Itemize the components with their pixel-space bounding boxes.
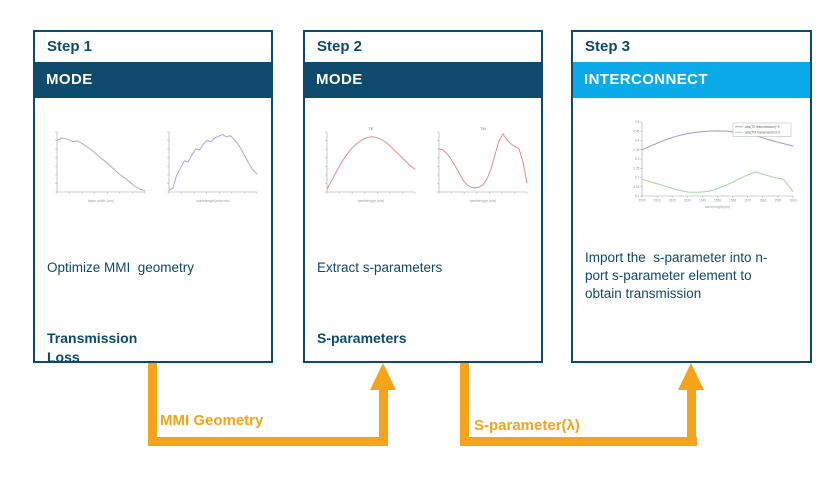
arrow-1-horizontal-segment [148,437,388,446]
svg-text:1600: 1600 [789,199,796,203]
svg-text:0.2: 0.2 [635,176,640,180]
svg-text:0.15: 0.15 [633,185,639,189]
svg-text:0.1: 0.1 [635,194,640,198]
arrow-2-down-segment [460,363,469,446]
svg-text:TE: TE [368,126,373,131]
panel-2-result-label: S-parameters [317,330,407,346]
arrow-1-down-segment [148,363,157,446]
panel-2-description: Extract s-parameters [317,260,443,275]
svg-text:0.3: 0.3 [635,157,640,161]
panel-1-result-label: Transmission Loss [47,330,138,365]
panel-3-description: Import the s-parameter into n- port s-pa… [585,250,768,301]
arrow-1-label: MMI Geometry [160,412,264,429]
chart-transmission-vs-wavelength: wavelength(microns) [157,125,261,203]
panel-2-charts: TE wavelength (um) TM wavelength (um) [315,125,541,203]
svg-text:0.35: 0.35 [633,148,639,152]
svg-text:1550: 1550 [714,199,721,203]
svg-text:1500: 1500 [638,199,645,203]
svg-text:1540: 1540 [699,199,706,203]
arrow-1-up-segment [379,388,388,440]
chart-s-parameter-te: TE wavelength (um) [315,125,419,203]
svg-text:1520: 1520 [669,199,676,203]
app-header-interconnect: INTERCONNECT [573,62,810,98]
svg-text:1590: 1590 [774,199,781,203]
svg-text:0.5: 0.5 [635,120,640,124]
chart-loss-vs-taper-width: taper width (um) [45,125,149,203]
svg-text:1560: 1560 [729,199,736,203]
chart-transmission-spectrum: 1500 1510 1520 1530 1540 1550 1560 1570 1580 1590… [625,115,797,209]
panel-1-body: taper width (um) wavelength(microns) Opt… [35,125,271,388]
step-3-label: Step 3 [573,32,810,62]
svg-text:0.45: 0.45 [633,129,639,133]
step-2-label: Step 2 [305,32,541,62]
arrow-2-horizontal-segment [460,437,697,446]
arrow-1-arrowhead-icon [370,363,396,390]
svg-text:taper width (um): taper width (um) [88,199,114,203]
arrow-2-arrowhead-icon [678,363,704,390]
panel-step-3: Step 3 INTERCONNECT 1500 1510 1520 1530 1540… [571,30,812,363]
svg-text:1580: 1580 [759,199,766,203]
svg-text:0.25: 0.25 [633,166,639,170]
panel-1-description: Optimize MMI geometry [47,260,195,275]
arrow-2-label: S-parameter(λ) [474,417,580,434]
app-header-mode-2: MODE [305,62,541,98]
svg-text:0.4: 0.4 [635,139,640,143]
arrow-2-up-segment [687,388,696,440]
svg-text:1530: 1530 [684,199,691,203]
svg-text:abs(TE transmission)^2: abs(TE transmission)^2 [745,125,780,129]
svg-text:wavelength (um): wavelength (um) [470,199,497,203]
panel-2-body: TE wavelength (um) TM wavelength (um) Extr… [305,125,541,388]
panel-3-body: 1500 1510 1520 1530 1540 1550 1560 1570 1580 1590… [573,115,810,378]
panel-1-charts: taper width (um) wavelength(microns) [45,125,271,203]
panel-step-1: Step 1 MODE taper width (um) wavelength(… [33,30,273,365]
panel-step-2: Step 2 MODE TE wavelength (um) TM waveleng… [303,30,543,363]
app-header-mode-1: MODE [35,62,271,98]
svg-text:wavelength(microns): wavelength(microns) [196,199,229,203]
step-1-label: Step 1 [35,32,271,62]
svg-text:TM: TM [480,126,486,131]
svg-text:1570: 1570 [744,199,751,203]
svg-text:1510: 1510 [654,199,661,203]
svg-text:wavelength(nm): wavelength(nm) [705,205,731,209]
chart-s-parameter-tm: TM wavelength (um) [427,125,531,203]
svg-text:abs(TM transmission)^2: abs(TM transmission)^2 [745,131,780,135]
svg-text:wavelength (um): wavelength (um) [358,199,385,203]
